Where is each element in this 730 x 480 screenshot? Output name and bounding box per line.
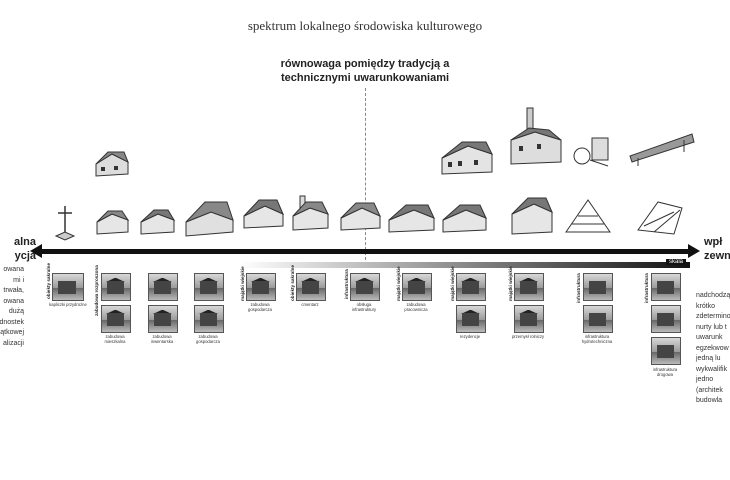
category-label: infrastruktura [644,273,649,303]
category-caption: obsługa infrastruktury [351,302,377,313]
photo-thumbnail [350,273,380,301]
category-label: majątki wiejskie [508,266,513,301]
category-caption: zabudowa inwentarska [150,334,174,345]
right-desc-line: uwarunk [696,334,723,341]
left-pole-heading: alna ycja [0,235,36,263]
photo-thumbnail [456,273,486,301]
photo-thumbnail [52,273,84,301]
spectrum-axis [36,249,690,254]
right-desc-line: jedną lu [696,355,721,362]
category-caption: zabudowa mieszkalna [104,334,126,345]
arrow-left-icon [30,244,42,258]
center-divider [365,88,366,260]
category-label: majątki wiejskie [396,266,401,301]
right-desc-line: budowla [696,397,723,404]
photo-thumbnail [194,273,224,301]
photo-thumbnail [402,273,432,301]
hydro-structure-sketch [565,199,611,233]
left-desc-line: trwała, [3,287,24,294]
right-desc-line: wykwalifik [696,365,728,373]
left-desc-line: owana [3,266,24,273]
manor-sketch [442,204,487,233]
photo-thumbnail [651,337,681,365]
category-label: majątki wiejskie [450,266,455,301]
right-desc-line: zdeterminow [696,313,730,320]
left-pole-description: owana mi i trwała, owana dużą dnostek ąt… [0,265,24,349]
category-caption: kapliczki przydrożne [49,302,87,307]
photo-thumbnail [148,273,178,301]
house-sketch-1 [96,210,130,235]
left-desc-line: owana [3,297,24,305]
photo-thumbnail [583,273,613,301]
category-caption: zabudowa gospodarcza [248,302,272,313]
left-desc-line: ątkowej [0,329,24,336]
barn-sketch [185,201,234,237]
photo-thumbnail [456,305,486,333]
category-caption: przemysł rolniczy [511,334,545,339]
category-caption: zabudowa gospodarcza [196,334,220,345]
left-pole-heading-line-2: ycja [14,250,36,262]
right-pole-heading: wpł zewnę [704,235,730,263]
right-desc-line: nadchodzą [696,292,730,299]
left-desc-line: alizacji [2,339,24,347]
photo-thumbnail [194,305,224,333]
category-caption: cmentarz [301,302,319,307]
photo-thumbnail [583,305,613,333]
right-pole-heading-line-1: wpł [704,236,723,248]
category-label: obiekty sakralne [46,262,51,299]
road-bridge-sketch [637,201,683,235]
category-label: obiekty sakralne [290,264,295,301]
worker-housing-sketch [388,204,435,233]
center-heading-line-2: technicznymi uwarunkowaniami [280,72,450,84]
factory-sketch-upper [510,107,562,165]
right-desc-line: krótko [696,302,716,310]
center-heading: równowaga pomiędzy tradycją a techniczny… [250,57,480,85]
house-sketch-4 [340,202,382,231]
photo-thumbnail [296,273,326,301]
agro-industry-sketch [511,197,553,235]
scale-gradient-bar [240,262,690,268]
house-sketch-2 [140,209,176,235]
photo-thumbnail [514,273,544,301]
category-label: infrastruktura [344,269,349,299]
photo-thumbnail [651,273,681,301]
right-desc-line: nurty lub t [696,323,727,331]
photo-thumbnail [514,305,544,333]
photo-thumbnail [651,305,681,333]
manor-sketch-upper [441,141,493,175]
photo-thumbnail [101,273,131,301]
left-desc-line: dużą [8,308,24,315]
house-sketch-upper-1 [95,151,129,177]
arrow-right-icon [688,244,700,258]
left-desc-line: mi i [13,276,24,284]
category-caption: infrastruktura hydrotechniczna [581,334,613,345]
bridge-sketch-upper [629,133,695,166]
category-caption: zabudowa pracownicza [404,302,428,313]
left-pole-heading-line-1: alna [13,236,36,248]
right-desc-line: (architek [696,386,723,394]
house-sketch-3 [243,199,284,229]
left-desc-line: dnostek [0,318,24,326]
center-heading-line-1: równowaga pomiędzy tradycją a [280,58,450,70]
right-pole-description: nadchodzą krótko zdeterminow nurty lub t… [696,291,730,407]
chapel-sketch [292,195,329,231]
photo-thumbnail [148,305,178,333]
category-label: infrastruktura [576,273,581,303]
photo-thumbnail [246,273,276,301]
wayside-cross-sketch [54,206,76,241]
right-desc-line: jedno [696,376,714,383]
category-caption: rezydencje [459,334,481,339]
diagram-title: spektrum lokalnego środowiska kulturoweg… [247,18,483,33]
category-label: majątki wiejskie [240,266,245,301]
scale-label: skala [666,259,687,265]
category-caption: infrastruktura drogowa [652,367,678,378]
machine-sketch-upper [573,137,609,167]
category-label: zabudowa rozproszona [94,265,99,316]
photo-thumbnail [101,305,131,333]
right-desc-line: egzekwow [696,344,729,352]
right-pole-heading-line-2: zewnę [704,250,730,262]
